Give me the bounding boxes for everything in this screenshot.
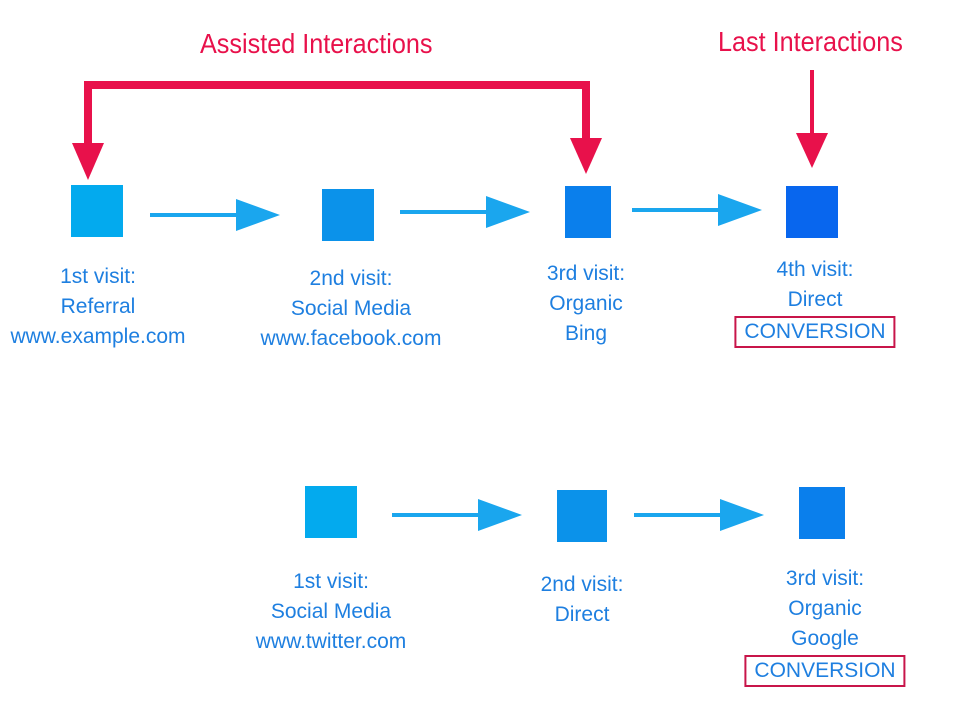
visit-channel: Social Media [270, 600, 392, 623]
assisted-arrowhead-left [72, 143, 104, 180]
conversion-badge: CONVERSION [744, 655, 906, 687]
visit-ordinal: 4th visit: [776, 258, 854, 281]
visit-label-p2-1: 1st visit: Social Media www.twitter.com [256, 567, 407, 657]
visit-channel: Direct [787, 288, 843, 311]
visit-source: www.example.com [10, 325, 186, 348]
visit-node-p2-1 [305, 486, 357, 538]
assisted-interactions-title: Assisted Interactions [200, 28, 433, 59]
visit-channel: Organic [788, 597, 862, 620]
conversion-badge: CONVERSION [734, 316, 896, 348]
last-arrowhead [796, 133, 828, 168]
visit-channel: Organic [549, 292, 623, 315]
visit-label-p2-3: 3rd visit: Organic Google CONVERSION [744, 564, 906, 687]
visit-node-p2-2 [557, 490, 607, 542]
flow-arrows-path2 [392, 499, 764, 531]
visit-source: www.twitter.com [255, 630, 407, 653]
last-arrow [796, 70, 828, 168]
visit-label-p1-4: 4th visit: Direct CONVERSION [734, 255, 896, 348]
visit-node-p1-4 [786, 186, 838, 238]
visit-node-p1-2 [322, 189, 374, 241]
visit-label-p1-3: 3rd visit: Organic Bing [547, 259, 625, 349]
assisted-bracket [72, 81, 602, 180]
visit-ordinal: 2nd visit: [309, 267, 393, 290]
visit-ordinal: 1st visit: [60, 265, 136, 288]
visit-ordinal: 3rd visit: [785, 567, 865, 590]
visit-ordinal: 2nd visit: [540, 573, 624, 596]
visit-node-p1-3 [565, 186, 611, 238]
visit-label-p2-2: 2nd visit: Direct [541, 570, 624, 630]
visit-source: Bing [564, 322, 608, 345]
visit-node-p1-1 [71, 185, 123, 237]
visit-label-p1-2: 2nd visit: Social Media www.facebook.com [261, 264, 442, 354]
visit-label-p1-1: 1st visit: Referral www.example.com [10, 262, 185, 352]
visit-node-p2-3 [799, 487, 845, 539]
visit-channel: Direct [554, 603, 610, 626]
visit-ordinal: 1st visit: [293, 570, 369, 593]
visit-source: www.facebook.com [260, 327, 442, 350]
visit-source: Google [791, 627, 859, 650]
visit-channel: Social Media [290, 297, 412, 320]
visit-channel: Referral [60, 295, 136, 318]
assisted-arrowhead-right [570, 138, 602, 174]
visit-ordinal: 3rd visit: [546, 262, 626, 285]
last-interactions-title: Last Interactions [718, 26, 903, 57]
flow-arrows-path1 [150, 194, 762, 231]
